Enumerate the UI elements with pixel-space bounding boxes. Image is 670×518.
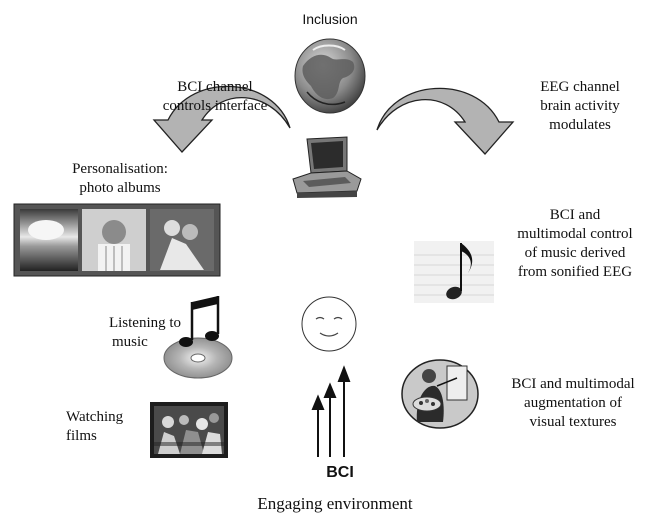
laptop-icon xyxy=(292,136,362,198)
footer-caption: Engaging environment xyxy=(257,494,413,513)
film-still-icon xyxy=(150,402,228,458)
personalisation-label: Personalisation: photo albums xyxy=(72,161,168,196)
up-arrows-icon xyxy=(311,365,351,457)
bci-label: BCI xyxy=(326,464,354,481)
bci-channel-label: BCI channel controls interface xyxy=(162,79,268,114)
curved-arrow-right-icon xyxy=(376,87,515,155)
eeg-channel-label: EEG channel brain activity modulates xyxy=(540,79,620,133)
photo-album-icon xyxy=(13,203,221,277)
music-note-icon xyxy=(414,241,494,303)
face-icon xyxy=(301,296,357,352)
watching-label: Watching films xyxy=(66,409,124,444)
globe-icon xyxy=(294,38,366,114)
cd-music-icon xyxy=(163,296,233,379)
painter-icon xyxy=(401,359,479,429)
curved-arrow-left-icon xyxy=(152,85,291,153)
listening-label: Listening to music xyxy=(108,315,182,350)
inclusion-label: Inclusion xyxy=(302,11,358,27)
bci-visual-label: BCI and multimodal augmentation of visua… xyxy=(511,376,635,430)
bci-music-label: BCI and multimodal control of music deri… xyxy=(517,207,633,280)
